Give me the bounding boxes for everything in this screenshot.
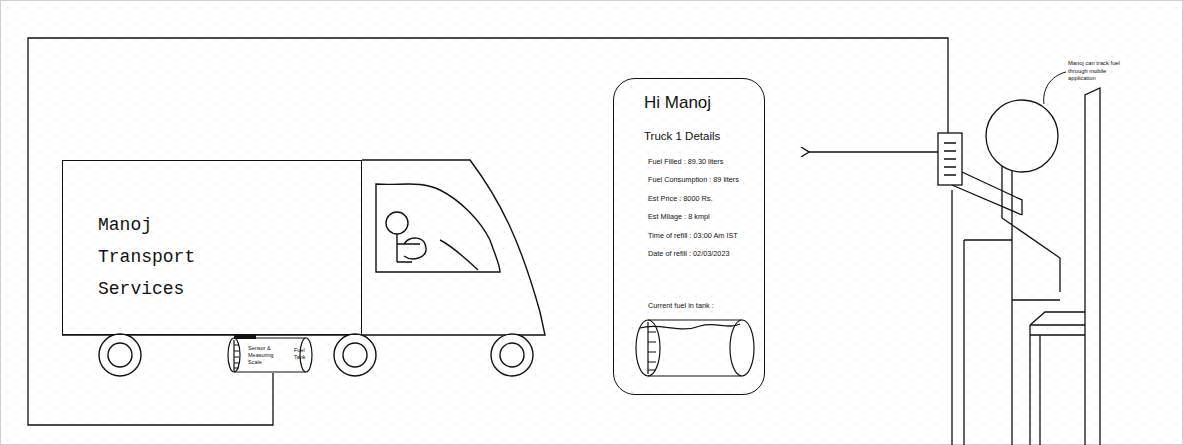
- phone-lines: [944, 143, 956, 175]
- node-text: Fuel Filled : 89.30 liters: [648, 157, 763, 166]
- wheel: [334, 334, 376, 376]
- truck: [62, 160, 545, 376]
- phone: [938, 133, 962, 185]
- wheel: [491, 334, 533, 376]
- node-text: Sensor & Measuring Scale: [248, 345, 282, 366]
- person-body: [952, 166, 1060, 445]
- chair-seat: [1030, 312, 1085, 445]
- node-text: Date of refill : 02/03/2023: [648, 249, 763, 258]
- node-text: Est Milage : 8 kmpl: [648, 212, 763, 221]
- node-text: Time of refill : 03:00 Am IST: [648, 231, 763, 240]
- wheel: [99, 334, 141, 376]
- tank-scale: [648, 322, 656, 374]
- node-text: Fuel Consumption : 89 liters: [648, 175, 763, 184]
- node-text: Fuel Tank: [294, 347, 314, 361]
- annotation-note: Manoj can track fuel through mobile appl…: [1068, 60, 1130, 83]
- person: [938, 100, 1060, 445]
- driver-body: [397, 234, 478, 270]
- fuel-level: [640, 324, 740, 329]
- fuel-tank: Sensor & Measuring Scale Fuel Tank: [226, 337, 320, 373]
- node-text: Hi Manoj: [644, 93, 754, 113]
- tank-body: [648, 320, 742, 376]
- tank-end: [730, 320, 754, 376]
- cargo-box: Manoj Transport Services: [62, 160, 362, 335]
- data-arrow: [809, 151, 938, 152]
- wheel-hub: [500, 343, 524, 367]
- person-head: [986, 100, 1058, 172]
- wheel-hub: [343, 343, 367, 367]
- sensor: [234, 335, 256, 339]
- measuring-scale: [234, 340, 239, 371]
- app-screen: Hi ManojTruck 1 DetailsFuel Filled : 89.…: [613, 78, 765, 395]
- node-text: Truck 1 Details: [644, 129, 754, 143]
- driver-head: [386, 212, 408, 234]
- leader-line: [1044, 72, 1066, 104]
- node-text: Current fuel in tank :: [648, 301, 763, 310]
- chair-back: [1085, 88, 1100, 445]
- tank-end: [636, 320, 660, 376]
- signal-wire: [28, 38, 948, 425]
- node-text: Manoj Transport Services: [98, 209, 208, 305]
- app-tank-icon: [636, 320, 754, 376]
- tank-end: [228, 338, 240, 372]
- truck-cab: [62, 160, 545, 335]
- chair: [1030, 88, 1100, 445]
- wheel-hub: [108, 343, 132, 367]
- node-text: Est Price : 8000 Rs.: [648, 194, 763, 203]
- cab-window: [376, 184, 500, 272]
